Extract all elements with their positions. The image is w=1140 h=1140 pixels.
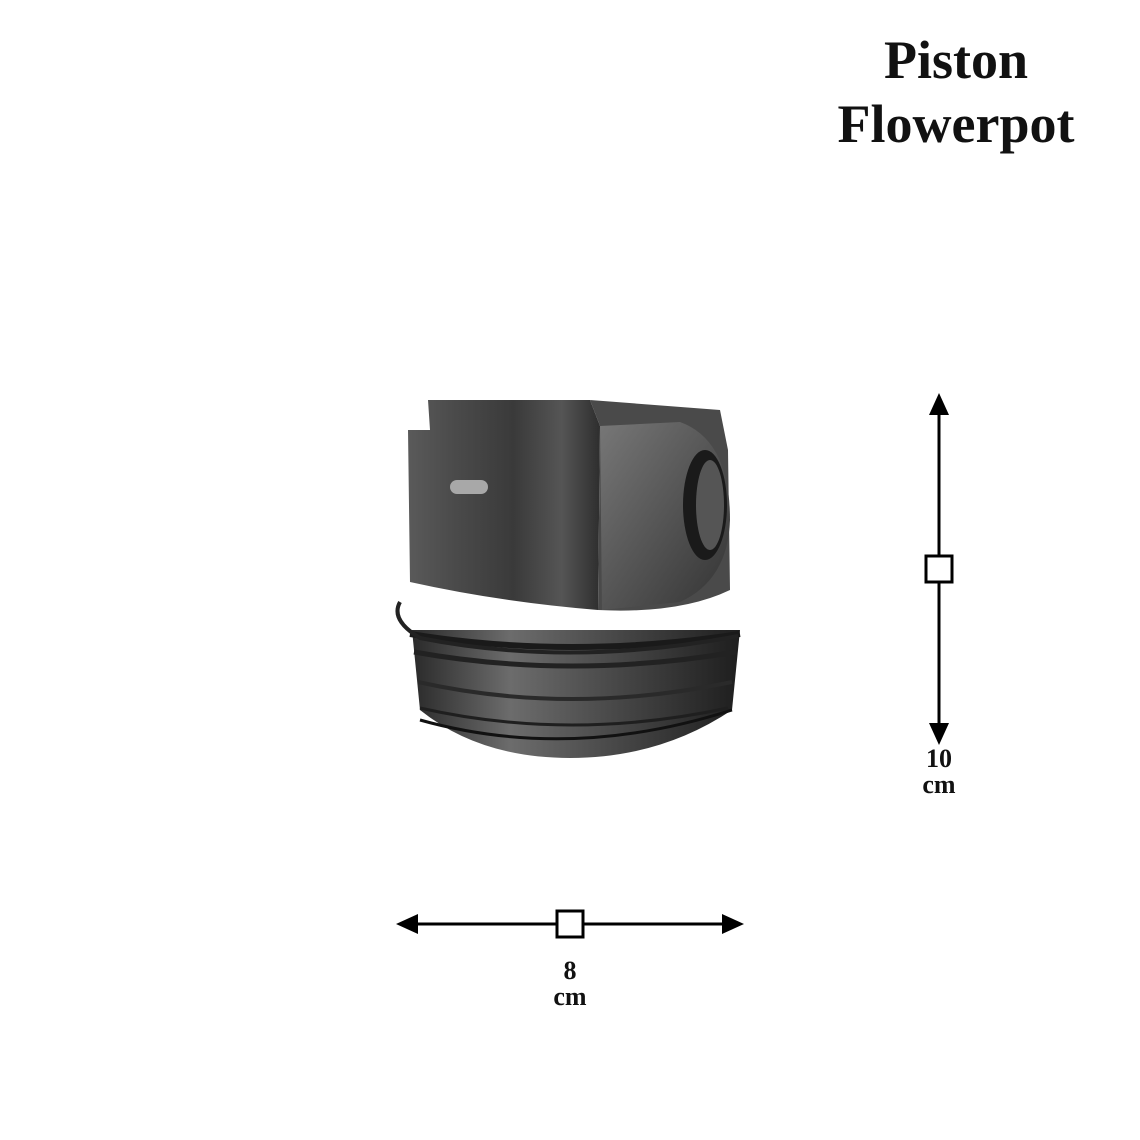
title-line-1: Piston <box>883 30 1029 90</box>
height-arrow <box>924 393 954 745</box>
height-label: 10 cm <box>889 746 989 798</box>
width-marker-icon <box>555 909 585 939</box>
product-title: Piston Flowerpot <box>806 28 1106 156</box>
width-label: 8 cm <box>520 958 620 1010</box>
height-marker-icon <box>924 554 954 584</box>
height-unit: cm <box>922 770 956 799</box>
height-value: 10 <box>926 744 952 773</box>
width-value: 8 <box>563 956 577 985</box>
width-unit: cm <box>553 982 587 1011</box>
width-arrow <box>396 909 744 939</box>
title-line-2: Flowerpot <box>837 94 1075 154</box>
piston-flowerpot-image <box>395 400 741 758</box>
